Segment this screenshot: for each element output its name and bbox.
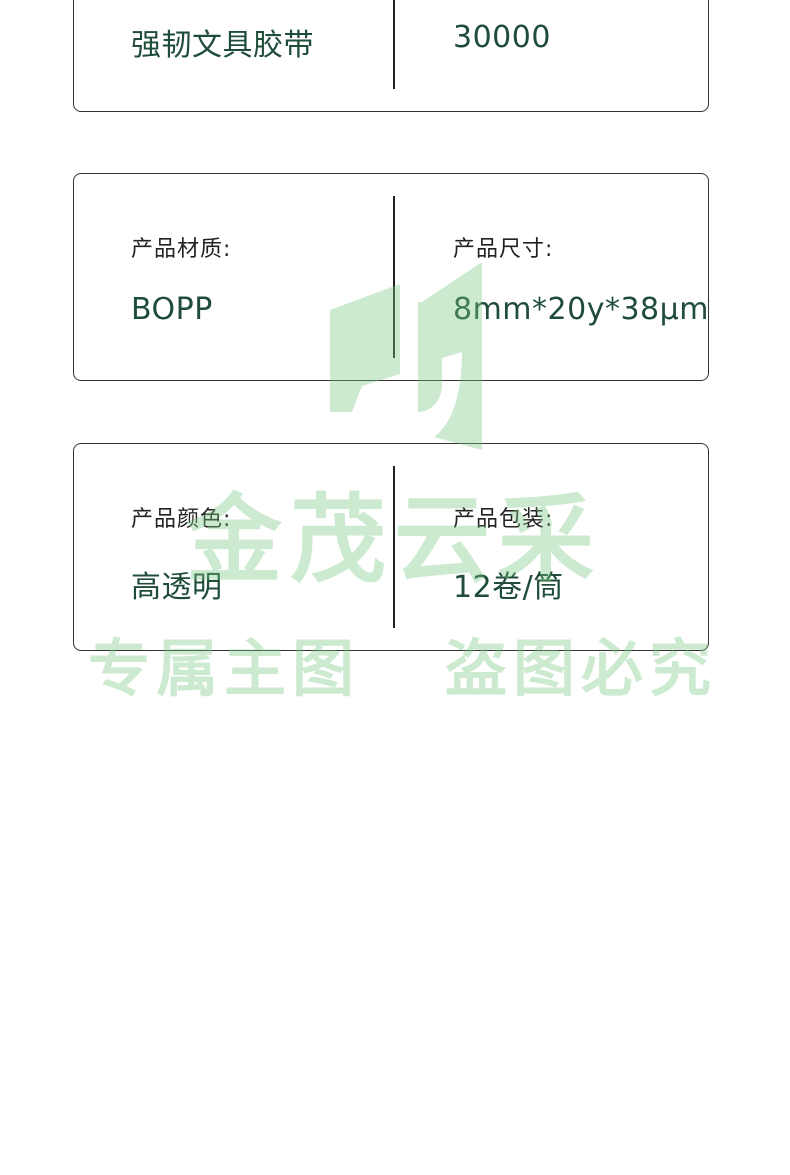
spec-card-1: 强韧文具胶带 30000	[73, 0, 709, 112]
spec-card-1-left-value: 强韧文具胶带	[131, 28, 314, 63]
spec-card-2-right-value: 8mm*20y*38μm	[453, 292, 709, 327]
spec-card-2-left-value: BOPP	[131, 292, 213, 327]
spec-card-3-right-label: 产品包装:	[453, 507, 554, 532]
spec-card-3-right-value: 12卷/筒	[453, 570, 564, 605]
spec-card-1-right-value: 30000	[453, 20, 551, 55]
spec-card-3-left-value: 高透明	[131, 570, 223, 605]
spec-card-3: 产品颜色: 高透明 产品包装: 12卷/筒	[73, 443, 709, 651]
spec-card-2: 产品材质: BOPP 产品尺寸: 8mm*20y*38μm	[73, 173, 709, 381]
spec-card-2-divider	[393, 196, 395, 358]
spec-card-2-left-label: 产品材质:	[131, 237, 232, 262]
spec-card-2-right-label: 产品尺寸:	[453, 237, 554, 262]
spec-card-3-left-label: 产品颜色:	[131, 507, 232, 532]
spec-card-1-divider	[393, 0, 395, 89]
spec-card-3-divider	[393, 466, 395, 628]
